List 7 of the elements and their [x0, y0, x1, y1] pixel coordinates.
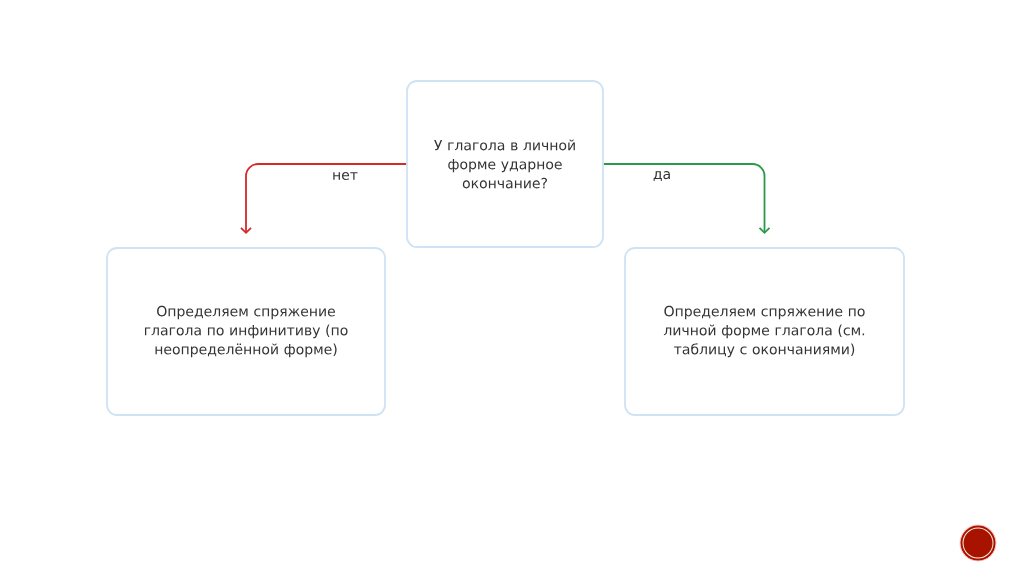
- process-box: У глагола в личной форме ударное окончание?: [406, 80, 604, 248]
- process-box: Определяем спряжение по личной форме глагола (см. таблицу с окончаниями): [624, 247, 905, 416]
- edge-label: нет: [331, 171, 359, 181]
- arrow: [240, 163, 407, 235]
- edge-label: да: [651, 170, 673, 182]
- arrow: [603, 163, 771, 235]
- process-box: Определяем спряжение глагола по инфинитиву (по неопределённой форме): [106, 247, 386, 416]
